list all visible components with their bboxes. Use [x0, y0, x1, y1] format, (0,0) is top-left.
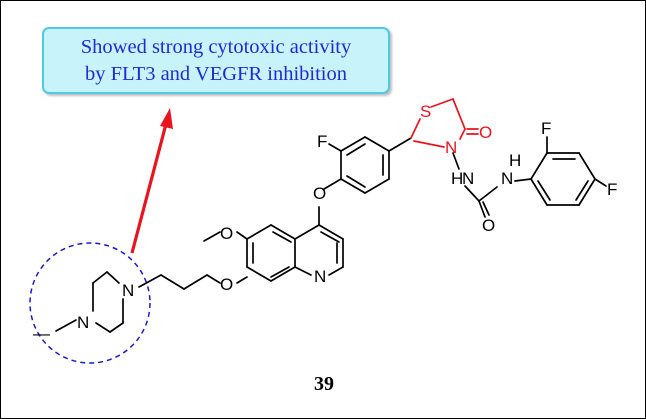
atom-n-quinoline: N: [314, 267, 326, 286]
highlight-arrow: [130, 108, 173, 254]
atom-o-carbonyl-ring: O: [479, 123, 492, 142]
atom-o-propoxy: O: [220, 275, 233, 294]
atom-h-hydrazide: H: [451, 169, 463, 188]
atom-n-piperazine-1: N: [77, 313, 89, 332]
piperazine-highlight-circle: [29, 242, 151, 364]
atom-f-phenyl: F: [317, 132, 327, 151]
atom-o-methoxy: O: [220, 224, 233, 243]
atom-o-urea: O: [482, 216, 495, 235]
atom-labels: — N N O O N O F S N O H N H N O F F: [33, 102, 617, 343]
atom-n-hydrazide: N: [462, 169, 474, 188]
atom-n-piperazine-4: N: [122, 281, 134, 300]
activity-callout-box: Showed strong cytotoxic activity by FLT3…: [42, 27, 390, 94]
callout-line-2: by FLT3 and VEGFR inhibition: [85, 62, 347, 85]
atom-o-aryl-ether: O: [313, 184, 326, 203]
atom-n-amide: N: [501, 169, 513, 188]
atom-s-thiazolidinone: S: [420, 102, 431, 121]
thiazolidinone-ring: [410, 98, 479, 148]
atom-f-ortho: F: [541, 119, 551, 138]
atom-f-para: F: [607, 180, 617, 199]
atom-h-amide: H: [509, 151, 521, 170]
methyl-label: —: [33, 324, 50, 343]
compound-number: 39: [314, 373, 334, 395]
callout-line-1: Showed strong cytotoxic activity: [80, 35, 352, 58]
atom-n-thiazolidinone: N: [445, 138, 457, 157]
molecule-bonds: [55, 136, 607, 333]
